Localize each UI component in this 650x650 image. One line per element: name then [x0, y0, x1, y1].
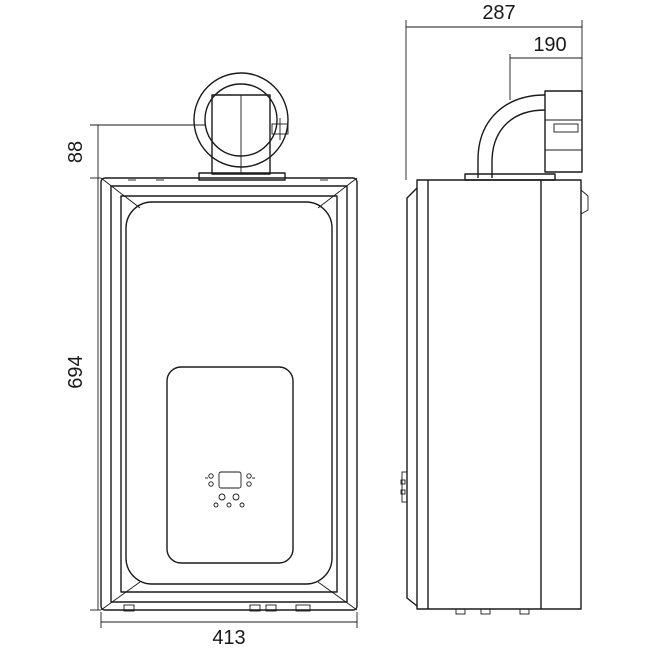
- control-knob-icon: [218, 493, 226, 501]
- control-button-icon: [246, 481, 252, 487]
- control-panel-window: [166, 366, 294, 564]
- control-button-icon: [208, 481, 214, 487]
- front-view: [100, 72, 358, 612]
- control-knob-icon: [226, 502, 232, 508]
- front-casing: [100, 177, 358, 611]
- side-view: [400, 90, 589, 615]
- dimension-depth-flue: 190: [533, 34, 566, 56]
- dimension-flue-height: 88: [65, 141, 87, 163]
- front-flue-outlet: [193, 72, 289, 181]
- control-button-icon: [208, 473, 214, 479]
- control-knob-icon: [239, 502, 245, 508]
- front-bottom-connections: [123, 604, 311, 612]
- control-button-icon: [246, 473, 252, 479]
- flue-clamp-icon: [553, 123, 579, 133]
- control-knob-icon: [213, 502, 219, 508]
- side-casing: [400, 179, 589, 615]
- display-screen: [218, 471, 242, 489]
- dimension-lines: [90, 20, 583, 628]
- dimension-depth-total: 287: [482, 2, 515, 24]
- dimension-width: 413: [212, 627, 245, 649]
- dimension-body-height: 694: [65, 355, 87, 388]
- dimension-labels: 88 694 413 287 190: [65, 2, 567, 649]
- control-knob-icon: [232, 493, 240, 501]
- side-flue-elbow: [464, 90, 583, 181]
